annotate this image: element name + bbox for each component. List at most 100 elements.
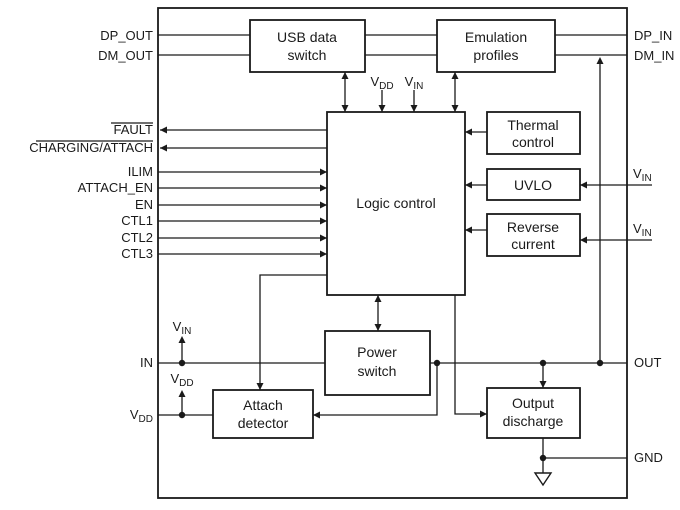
arrowhead-down	[374, 324, 382, 331]
arrowhead-right	[320, 217, 327, 225]
wire-emulation-logic	[451, 72, 459, 112]
pin-label-dp-in: DP_IN	[634, 28, 672, 43]
wire-ilim	[158, 168, 327, 176]
pin-label-vin-uvlo: VIN	[633, 166, 652, 184]
label-sub: DD	[379, 81, 393, 92]
wire-usb-switch-logic	[341, 72, 349, 112]
arrowhead-right	[320, 201, 327, 209]
block-label: detector	[238, 415, 289, 431]
arrowhead-right	[320, 234, 327, 242]
pin-label-en: EN	[135, 197, 153, 212]
block-label: discharge	[503, 413, 564, 429]
block-rect	[486, 387, 581, 439]
junction-dot	[539, 359, 547, 367]
pin-label-dp-out: DP_OUT	[100, 28, 153, 43]
wire-ctl1	[158, 217, 327, 225]
block-rect	[486, 111, 581, 155]
internal-label-vin-tap: VIN	[173, 319, 192, 337]
wire-reverse-logic	[465, 226, 487, 234]
arrowhead-up	[451, 72, 459, 79]
arrowhead-up	[596, 57, 604, 64]
block-label: switch	[358, 363, 397, 379]
pin-label-fault: FAULT	[114, 122, 154, 137]
power-switch-block: Power switch	[324, 330, 431, 396]
wire-en	[158, 201, 327, 209]
ground-triangle	[533, 472, 553, 487]
wire	[259, 274, 327, 390]
wire-out-sense-up	[596, 57, 604, 367]
block-label: control	[512, 134, 554, 150]
arrowhead-left	[580, 236, 587, 244]
block-label: Emulation	[465, 29, 527, 45]
arrowhead-right	[320, 250, 327, 258]
pin-label-dm-in: DM_IN	[634, 48, 674, 63]
reverse-current-block: Reverse current	[486, 213, 581, 257]
wire-vdd-tap	[178, 390, 186, 419]
arrowhead-left	[313, 411, 320, 419]
internal-label-vin-top: VIN	[405, 74, 424, 92]
label-main: V	[173, 319, 182, 334]
label-main: V	[405, 74, 414, 89]
pin-label-ctl1: CTL1	[121, 213, 153, 228]
wire-vin-tap	[178, 336, 186, 367]
arrowhead-down	[539, 381, 547, 388]
arrowhead-down	[410, 105, 418, 112]
block-label: Attach	[243, 397, 283, 413]
pin-label-charging-attach: CHARGING/ATTACH	[29, 140, 153, 155]
pin-label-out: OUT	[634, 355, 662, 370]
arrowhead-up	[178, 390, 186, 397]
wire-logic-attach-detector	[256, 274, 327, 390]
block-rect	[326, 111, 466, 296]
arrowhead-down	[256, 383, 264, 390]
internal-label-vdd-top: VDD	[370, 74, 393, 92]
pin-label-dm-out: DM_OUT	[98, 48, 153, 63]
pin-label-ctl2: CTL2	[121, 230, 153, 245]
block-label: profiles	[473, 47, 518, 63]
block-label: USB data	[277, 29, 337, 45]
pin-label-gnd: GND	[634, 450, 663, 465]
wire-logic-output-discharge	[454, 295, 487, 418]
label-main: V	[130, 407, 139, 422]
arrowhead-up	[341, 72, 349, 79]
junction-dot	[178, 359, 186, 367]
wire	[454, 295, 487, 415]
wire-attach-en	[158, 184, 327, 192]
arrowhead-down	[341, 105, 349, 112]
wire-vin-uvlo	[580, 181, 652, 189]
wire-thermal-logic	[465, 128, 487, 136]
output-discharge-block: Output discharge	[486, 387, 581, 439]
label-sub: IN	[181, 326, 191, 337]
arrowhead-down	[378, 105, 386, 112]
wire-vdd-to-logic	[378, 90, 386, 112]
wire-uvlo-logic	[465, 181, 487, 189]
block-label: UVLO	[514, 177, 552, 193]
junction-dot	[596, 359, 604, 367]
label-main: V	[170, 371, 179, 386]
junction-dot	[433, 359, 441, 367]
block-label: Logic control	[356, 195, 435, 211]
arrowhead-right	[320, 168, 327, 176]
block-label: switch	[288, 47, 327, 63]
ground-symbol	[533, 458, 553, 487]
logic-control-block: Logic control	[326, 111, 466, 296]
arrowhead-left	[580, 181, 587, 189]
arrowhead-right	[320, 184, 327, 192]
pin-label-vin-reverse: VIN	[633, 221, 652, 239]
block-label: Power	[357, 344, 397, 360]
label-sub: IN	[642, 228, 652, 239]
pin-label-in: IN	[140, 355, 153, 370]
label-sub: IN	[413, 81, 423, 92]
wire-logic-power-switch	[374, 295, 382, 331]
label-sub: DD	[139, 414, 153, 425]
block-rect	[249, 19, 366, 73]
label-main: V	[633, 166, 642, 181]
block-label: Output	[512, 395, 554, 411]
wire-ctl3	[158, 250, 327, 258]
label-sub: DD	[179, 378, 193, 389]
wire-vin-to-logic	[410, 90, 418, 112]
chip-boundary	[157, 7, 628, 499]
wire-ctl2	[158, 234, 327, 242]
block-label: Reverse	[507, 219, 559, 235]
